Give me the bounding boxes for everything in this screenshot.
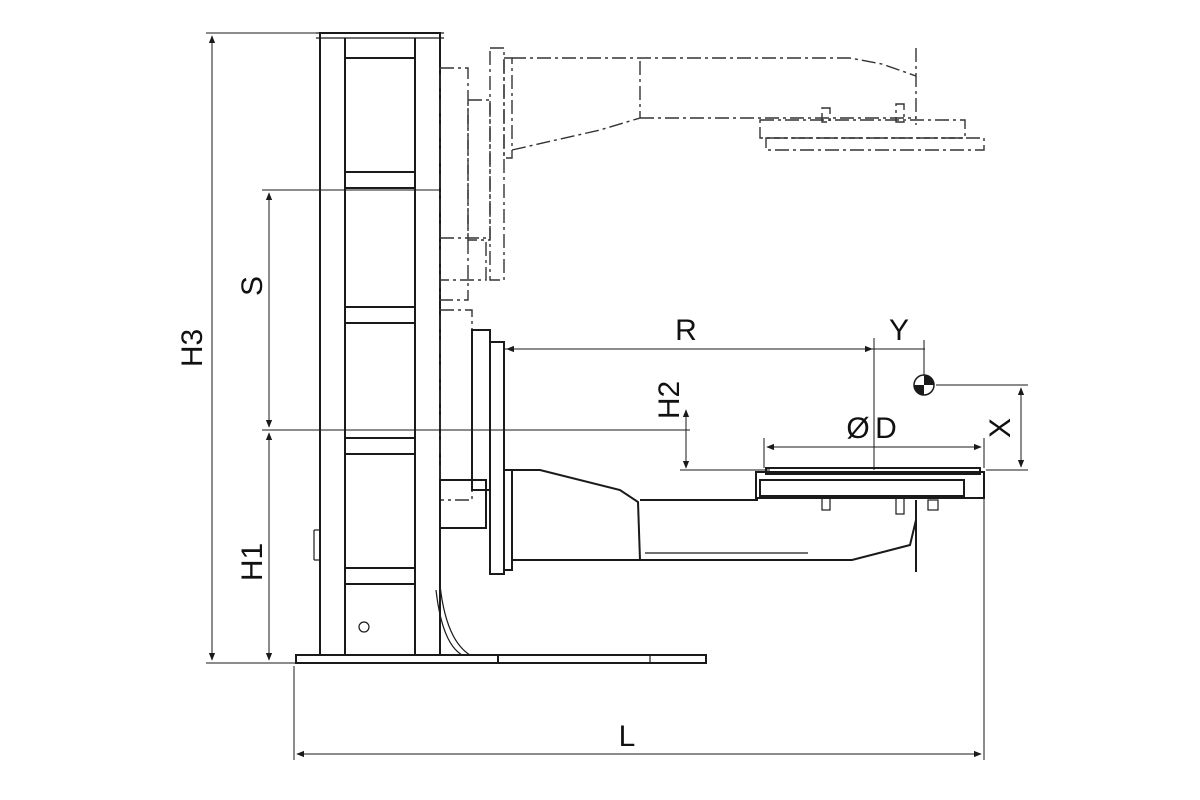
diameter-symbol: Ø <box>846 412 869 445</box>
base-plate <box>295 584 707 664</box>
dim-label-d: D <box>875 412 897 445</box>
column-mast <box>313 32 444 656</box>
dim-label-r: R <box>675 314 697 347</box>
dimension-lines <box>206 32 1028 760</box>
dim-label-h3: H3 <box>176 329 209 367</box>
lower-carriage <box>439 309 985 575</box>
dim-label-y: Y <box>889 314 909 347</box>
dim-label-h2: H2 <box>653 381 686 419</box>
dim-label-l: L <box>619 720 636 753</box>
dim-label-s: S <box>236 276 269 296</box>
dim-label-x: X <box>984 418 1017 438</box>
upper-carriage-raised <box>439 47 985 301</box>
center-of-gravity-icon <box>913 374 935 396</box>
dim-label-h1: H1 <box>236 543 269 581</box>
